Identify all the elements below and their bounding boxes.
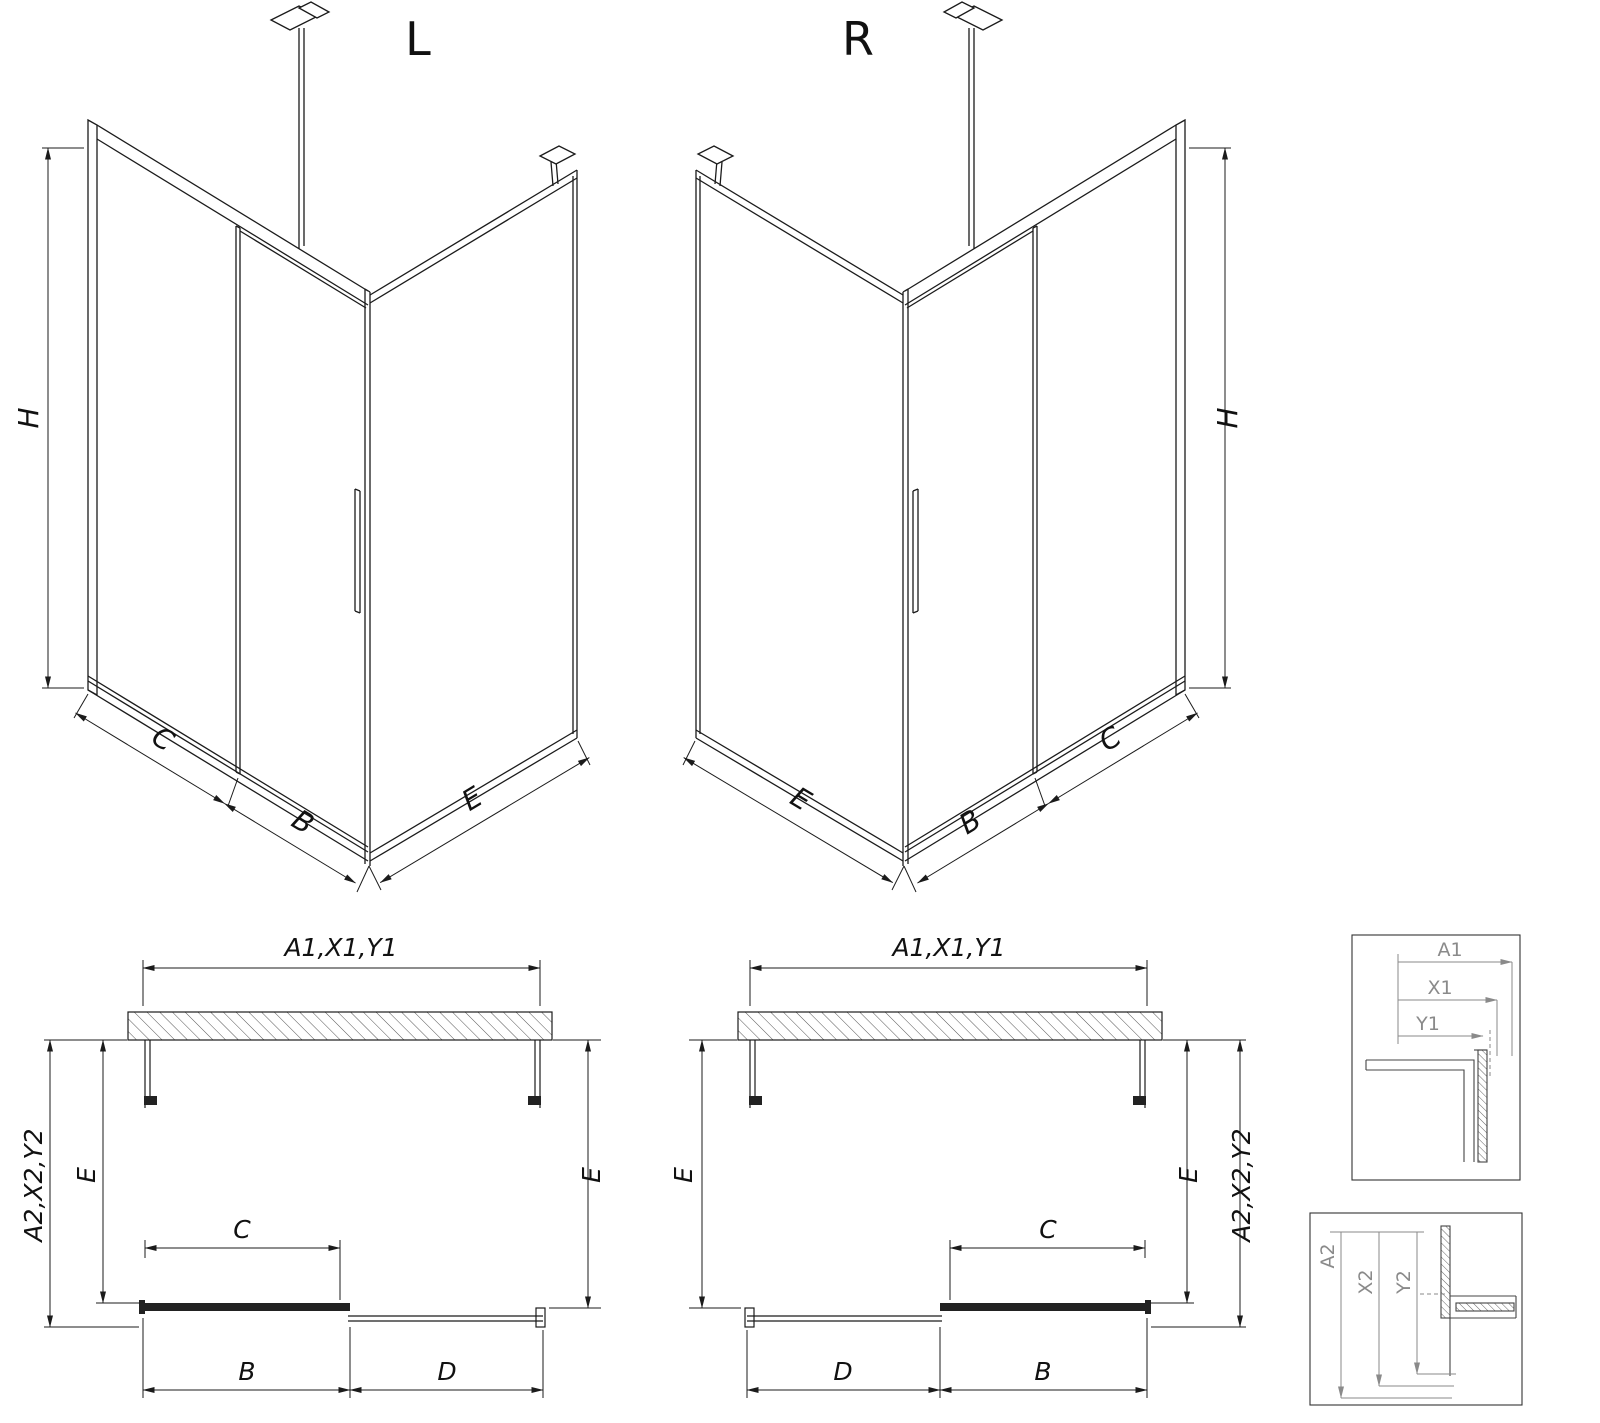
plan-right-d-label: D xyxy=(833,1357,852,1386)
detail-top-border xyxy=(1351,934,1521,1181)
iso-view-right xyxy=(683,2,1231,892)
detail-bottom-profile xyxy=(1440,1225,1517,1376)
plan-right-c-label: C xyxy=(1039,1215,1057,1244)
dim-label-h-right: H xyxy=(1211,407,1244,428)
plan-left-depth-outer-label: A2,X2,Y2 xyxy=(19,1128,48,1243)
plan-right-depth-outer-label: A2,X2,Y2 xyxy=(1227,1128,1256,1243)
dim-label-c-right: C xyxy=(1093,719,1127,758)
detail-y2-label: Y2 xyxy=(1393,1270,1415,1295)
plan-right-e-left-label: E xyxy=(669,1167,698,1183)
variant-label-left: L xyxy=(405,12,431,66)
variant-label-right: R xyxy=(842,12,874,66)
detail-bottom-dim-lines xyxy=(1330,1231,1456,1399)
detail-bottom-border xyxy=(1309,1212,1523,1406)
plan-left-b-label: B xyxy=(238,1357,255,1386)
plan-right-width-label: A1,X1,Y1 xyxy=(890,933,1005,962)
plan-right-wall xyxy=(737,1011,1163,1041)
detail-y1-label: Y1 xyxy=(1415,1013,1440,1035)
detail-top-profile xyxy=(1365,1049,1488,1163)
detail-x1-label: X1 xyxy=(1427,977,1452,999)
plan-left-width-label: A1,X1,Y1 xyxy=(282,933,397,962)
detail-top-dim-lines xyxy=(1397,954,1513,1078)
detail-x2-label: X2 xyxy=(1355,1269,1377,1294)
plan-left-e-right-label: E xyxy=(577,1167,606,1183)
plan-left-d-label: D xyxy=(437,1357,456,1386)
dim-label-b-right: B xyxy=(953,803,987,841)
iso-view-left xyxy=(42,2,590,892)
plan-right-b-label: B xyxy=(1034,1357,1051,1386)
dim-label-b-left: B xyxy=(286,803,320,841)
dim-label-h-left: H xyxy=(12,407,45,428)
plan-left-e-left-label: E xyxy=(72,1167,101,1183)
plan-left-wall xyxy=(127,1011,553,1041)
detail-view-top xyxy=(1351,934,1521,1181)
plan-right-e-right-label: E xyxy=(1174,1167,1203,1183)
detail-view-bottom xyxy=(1309,1212,1523,1406)
detail-a2-label: A2 xyxy=(1317,1243,1339,1268)
dim-label-c-left: C xyxy=(146,720,180,759)
detail-a1-label: A1 xyxy=(1437,939,1462,961)
plan-left-c-label: C xyxy=(233,1215,251,1244)
